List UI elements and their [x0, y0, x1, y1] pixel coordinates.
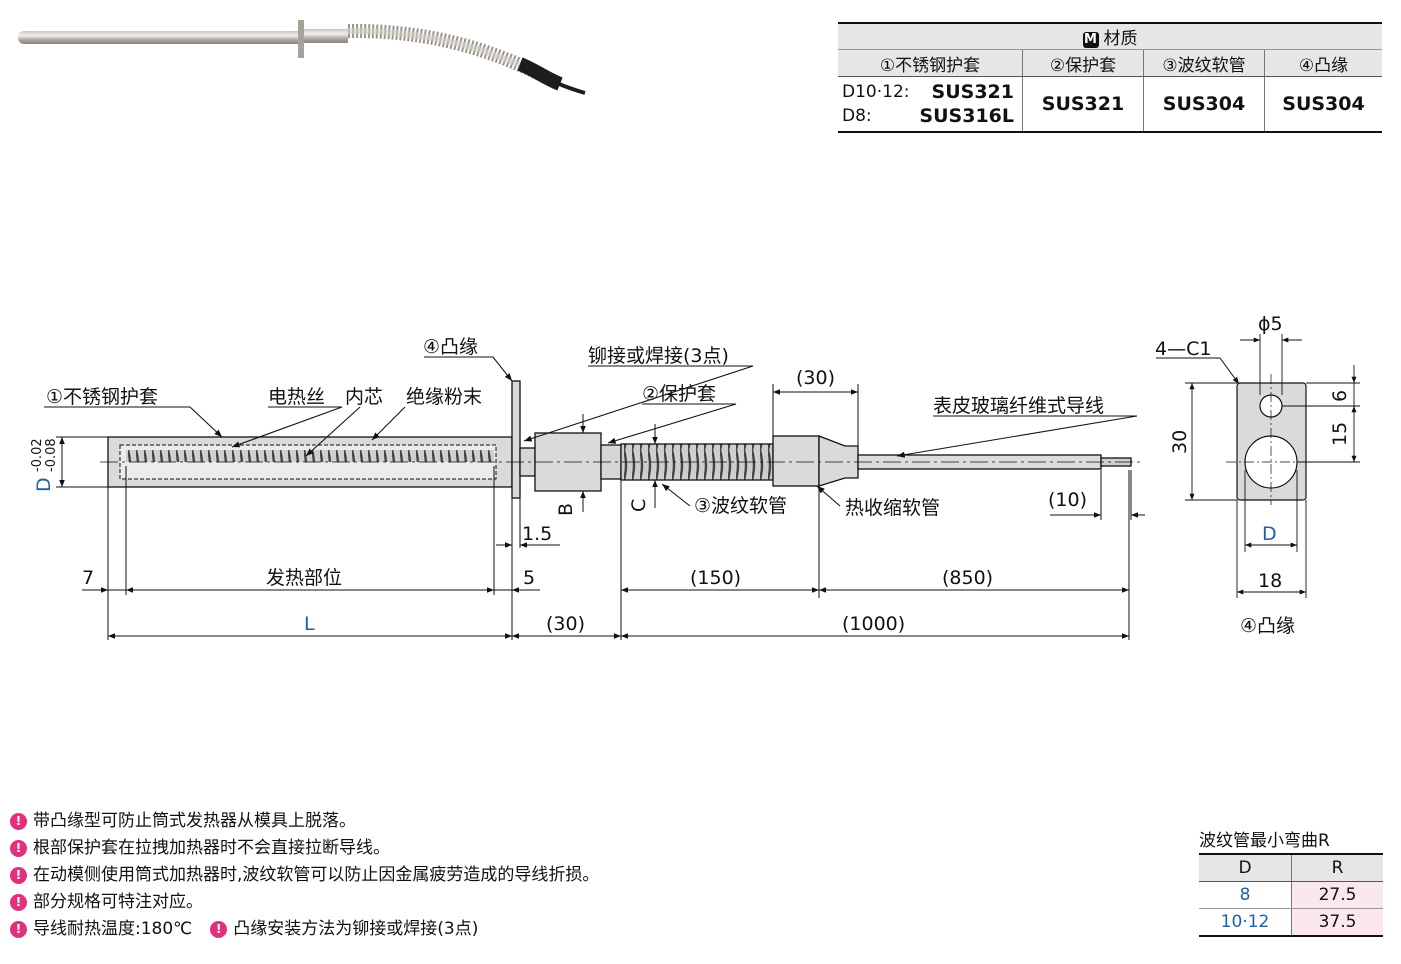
- bend-cell-r: 37.5: [1291, 908, 1383, 937]
- flange-caption: ④凸缘: [1240, 615, 1295, 637]
- note-text: 导线耐热温度:180℃: [33, 919, 193, 939]
- flange-dim-30: 30: [1169, 430, 1191, 454]
- table-row: 10·12 37.5: [1199, 908, 1383, 937]
- label-dim-l: L: [304, 613, 315, 635]
- note-text: 在动模侧使用筒式加热器时,波纹软管可以防止因金属疲劳造成的导线折损。: [33, 865, 600, 885]
- materials-col-sheath: ①不锈钢护套: [838, 49, 1023, 77]
- dimension-lines: [56, 384, 1145, 640]
- bend-header-d: D: [1199, 853, 1292, 882]
- note-item: ! 导线耐热温度:180℃ ! 凸缘安装方法为铆接或焊接(3点): [10, 916, 599, 943]
- flange-phi5: ϕ5: [1258, 313, 1283, 335]
- materials-d1012-value: SUS321: [931, 81, 1014, 103]
- label-insulation-powder: 绝缘粉末: [406, 386, 482, 408]
- label-tol-upper: -0.02: [30, 438, 45, 472]
- note-text: 凸缘安装方法为铆接或焊接(3点): [233, 919, 479, 939]
- flange-dim-15: 15: [1329, 422, 1351, 446]
- product-photo: [18, 20, 586, 95]
- flange-dim-d: D: [1262, 523, 1277, 545]
- note-item-inline: ! 凸缘安装方法为铆接或焊接(3点): [210, 916, 478, 943]
- bend-header-r: R: [1291, 853, 1383, 882]
- label-heating-wire: 电热丝: [268, 386, 325, 408]
- label-sheath: ①不锈钢护套: [46, 386, 158, 408]
- materials-sheath-value: D10·12: SUS321 D8: SUS316L: [838, 76, 1023, 133]
- label-dim-150: (150): [690, 567, 741, 589]
- label-dim-5: 5: [523, 567, 535, 589]
- bend-cell-r: 27.5: [1291, 881, 1383, 909]
- label-dim-10: (10): [1048, 489, 1087, 511]
- note-bullet-icon: !: [10, 840, 27, 857]
- label-protective-sleeve: ②保护套: [642, 383, 716, 405]
- materials-hose-value: SUS304: [1143, 76, 1265, 133]
- flange-dim-18: 18: [1258, 570, 1282, 592]
- note-item: ! 在动模侧使用筒式加热器时,波纹软管可以防止因金属疲劳造成的导线折损。: [10, 862, 599, 889]
- note-text: 带凸缘型可防止筒式发热器从模具上脱落。: [33, 811, 356, 831]
- note-item: ! 部分规格可特注对应。: [10, 889, 599, 916]
- label-lead-wire: 表皮玻璃纤维式导线: [933, 395, 1104, 417]
- label-dim-c: C: [628, 499, 650, 512]
- materials-title: 材质: [1103, 29, 1138, 49]
- label-dim-30-bottom: (30): [546, 613, 585, 635]
- note-text: 部分规格可特注对应。: [33, 892, 203, 912]
- label-corrugated-hose: ③波纹软管: [694, 495, 787, 517]
- note-text: 根部保护套在拉拽加热器时不会直接拉断导线。: [33, 838, 390, 858]
- materials-col-hose: ③波纹软管: [1143, 49, 1265, 77]
- bend-cell-d: 10·12: [1199, 908, 1292, 937]
- label-heat-shrink: 热收缩软管: [845, 497, 940, 519]
- label-rivet-weld: 铆接或焊接(3点): [588, 345, 729, 367]
- note-bullet-icon: !: [10, 921, 27, 938]
- note-bullet-icon: !: [10, 813, 27, 830]
- note-item: ! 根部保护套在拉拽加热器时不会直接拉断导线。: [10, 835, 599, 862]
- bend-table-title: 波纹管最小弯曲R: [1199, 831, 1330, 851]
- note-bullet-icon: !: [10, 894, 27, 911]
- materials-d8-label: D8:: [842, 106, 872, 126]
- materials-sleeve-value: SUS321: [1022, 76, 1144, 133]
- label-dim-30-top: (30): [796, 367, 835, 389]
- notes-list: ! 带凸缘型可防止筒式发热器从模具上脱落。 ! 根部保护套在拉拽加热器时不会直接拉断…: [10, 808, 599, 943]
- label-dim-7: 7: [82, 567, 94, 589]
- note-item: ! 带凸缘型可防止筒式发热器从模具上脱落。: [10, 808, 599, 835]
- label-dim-1-5: 1.5: [522, 523, 552, 545]
- label-heating-zone: 发热部位: [266, 567, 342, 589]
- materials-flange-value: SUS304: [1264, 76, 1382, 133]
- flange-view: [1156, 334, 1360, 598]
- label-flange: ④凸缘: [423, 336, 478, 358]
- label-dim-1000: (1000): [842, 613, 905, 635]
- label-dim-b: B: [555, 503, 577, 516]
- table-row: 8 27.5: [1199, 881, 1383, 909]
- note-bullet-icon: !: [10, 867, 27, 884]
- material-badge-icon: M: [1082, 32, 1099, 48]
- materials-col-sleeve: ②保护套: [1022, 49, 1144, 77]
- materials-d1012-label: D10·12:: [842, 82, 910, 102]
- label-inner-core: 内芯: [345, 386, 383, 408]
- leader-lines: [44, 356, 1138, 507]
- bend-cell-d: 8: [1199, 881, 1292, 909]
- materials-d8-value: SUS316L: [919, 105, 1014, 127]
- materials-col-flange: ④凸缘: [1264, 49, 1382, 77]
- label-dim-d: D: [33, 477, 55, 492]
- note-bullet-icon: !: [210, 921, 228, 938]
- bend-table: D R 8 27.5 10·12 37.5: [1199, 853, 1383, 937]
- label-dim-850: (850): [942, 567, 993, 589]
- flange-dim-6: 6: [1329, 390, 1351, 402]
- flange-chamfer: 4—C1: [1155, 338, 1211, 360]
- label-tol-lower: -0.08: [44, 438, 59, 472]
- heater-side-view: [100, 380, 1140, 499]
